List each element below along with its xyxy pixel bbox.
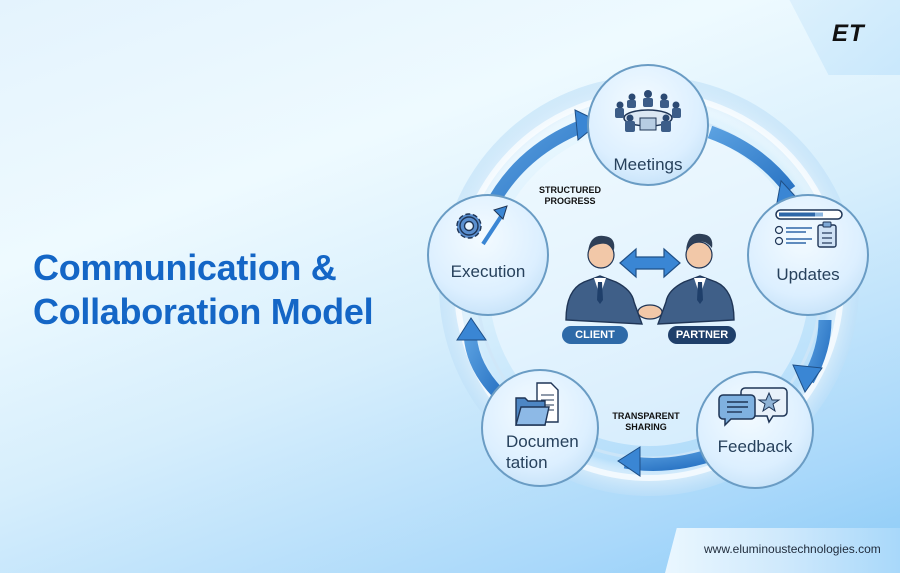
caption-transparent-line2: SHARING [625, 422, 667, 432]
meeting-table-icon [615, 90, 681, 132]
client-figure [565, 235, 644, 325]
website-url: www.eluminoustechnologies.com [704, 542, 881, 556]
chat-star-icon [718, 387, 788, 427]
page-title: Communication & Collaboration Model [33, 246, 374, 334]
caption-structured-line2: PROGRESS [544, 196, 596, 206]
documentation-line-1: Documen [506, 432, 579, 451]
node-execution [427, 194, 549, 316]
partner-badge: PARTNER [668, 326, 736, 344]
gear-arrow-icon [456, 205, 508, 246]
caption-transparent-line1: TRANSPARENT [612, 411, 680, 421]
folder-document-icon [515, 382, 559, 426]
title-line-1: Communication & [33, 247, 337, 288]
client-partner-illustration [565, 233, 735, 325]
client-badge: CLIENT [562, 326, 628, 344]
node-label-updates: Updates [776, 265, 840, 284]
caption-transparent-sharing: TRANSPARENT SHARING [606, 411, 686, 433]
brand-logo: ET [832, 20, 865, 47]
node-label-execution: Execution [450, 262, 526, 281]
handshake-icon [637, 304, 663, 320]
documentation-line-2: tation [506, 453, 548, 472]
node-label-documentation: Documen tation [506, 431, 586, 473]
progress-checklist-icon [774, 209, 843, 248]
node-feedback [696, 371, 814, 489]
double-arrow-icon [619, 247, 681, 279]
node-updates [747, 194, 869, 316]
partner-figure [656, 233, 735, 325]
caption-structured-line1: STRUCTURED [539, 185, 601, 195]
corner-decoration-bottom [665, 528, 900, 573]
node-meetings [587, 64, 709, 186]
title-line-2: Collaboration Model [33, 291, 374, 332]
node-documentation [481, 369, 599, 487]
caption-structured-progress: STRUCTURED PROGRESS [530, 185, 610, 207]
node-label-meetings: Meetings [613, 155, 683, 174]
node-label-feedback: Feedback [717, 437, 793, 456]
